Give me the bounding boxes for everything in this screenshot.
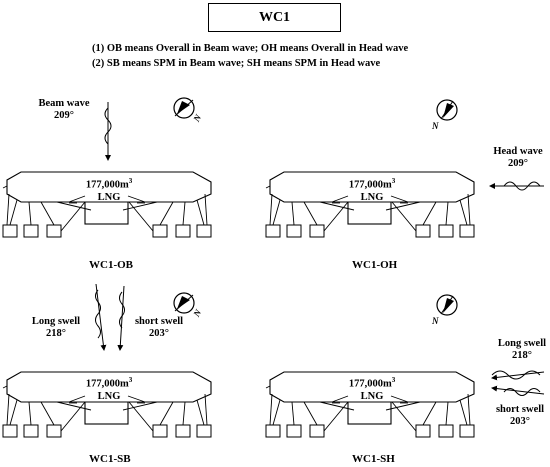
note-2: (2) SB means SPM in Beam wave; SH means … [92,58,381,69]
compass-letter-sh: N [432,316,439,326]
short-swell-label-sh: short swell 203° [495,404,545,427]
long-swell-wave-sh [491,370,541,380]
vessel-label-ob: 177,000m3 LNG [85,177,133,203]
long-swell-label-sb: Long swell 218° [31,316,81,339]
long-swell-label-sh: Long swell 218° [497,338,547,361]
long-swell-wave-sb [95,289,101,339]
wave-ob [104,107,112,145]
vessel-label-oh: 177,000m3 LNG [348,177,396,203]
short-swell-arrow-sh [491,385,545,395]
short-swell-label-sb: short swell 203° [134,316,184,339]
short-swell-wave-sb [119,291,125,329]
wave-oh [503,181,541,191]
wave-label-ob: Beam wave 209° [38,98,90,121]
title-box: WC1 [208,3,341,32]
caption-oh: WC1-OH [352,259,398,271]
compass-icon-oh [436,99,458,121]
diagram-title: WC1 [258,9,291,25]
caption-sh: WC1-SH [352,453,395,465]
short-swell-arrow-sb [117,285,125,351]
long-swell-arrow-sh [491,371,545,381]
short-swell-wave-sh [503,388,541,396]
compass-letter-oh: N [432,121,439,131]
wave-label-oh: Head wave 209° [493,146,543,169]
caption-ob: WC1-OB [89,259,133,271]
long-swell-arrow-sb [95,283,107,351]
vessel-label-sh: 177,000m3 LNG [348,376,396,402]
caption-sb: WC1-SB [89,453,131,465]
compass-icon-sh [436,294,458,316]
vessel-label-sb: 177,000m3 LNG [85,376,133,402]
note-1: (1) OB means Overall in Beam wave; OH me… [92,43,409,54]
